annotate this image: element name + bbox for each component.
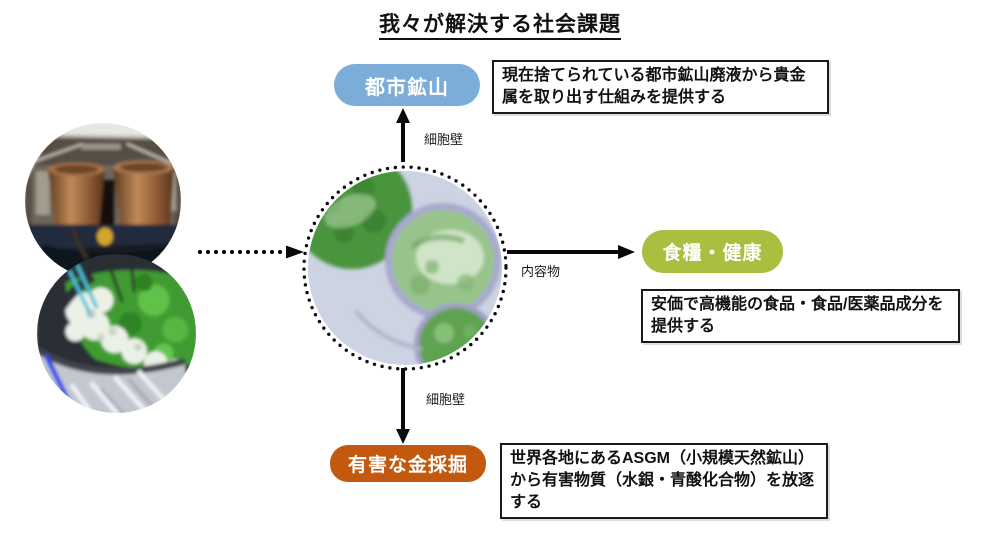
desc-harmful-gold-mining: 世界各地にあるASGM（小規模天然鉱山）から有害物質（水銀・青酸化合物）を放逐す… bbox=[500, 443, 828, 520]
arrow-up-icon bbox=[396, 108, 410, 162]
edge-label-cell-wall-top: 細胞壁 bbox=[424, 132, 464, 147]
arrow-down-icon bbox=[396, 368, 410, 444]
node-food-health: 食糧・健康 bbox=[642, 230, 783, 273]
page-title: 我々が解決する社会課題 bbox=[0, 8, 1000, 40]
node-harmful-gold-mining: 有害な金採掘 bbox=[330, 445, 486, 482]
node-urban-mining: 都市鉱山 bbox=[334, 64, 480, 106]
micrograph-algae-cells-icon bbox=[302, 165, 508, 371]
edge-label-contents: 内容物 bbox=[521, 264, 561, 279]
arrow-right-icon bbox=[507, 245, 635, 259]
edge-label-cell-wall-bottom: 細胞壁 bbox=[426, 392, 466, 407]
dotted-arrow-right-icon bbox=[197, 245, 304, 259]
desc-urban-mining: 現在捨てられている都市鉱山廃液から貴金属を取り出す仕組みを提供する bbox=[492, 60, 829, 115]
desc-food-health: 安価で高機能の食品・食品/医薬品成分を提供する bbox=[641, 289, 960, 344]
photo-algae-culture-icon bbox=[36, 253, 197, 414]
